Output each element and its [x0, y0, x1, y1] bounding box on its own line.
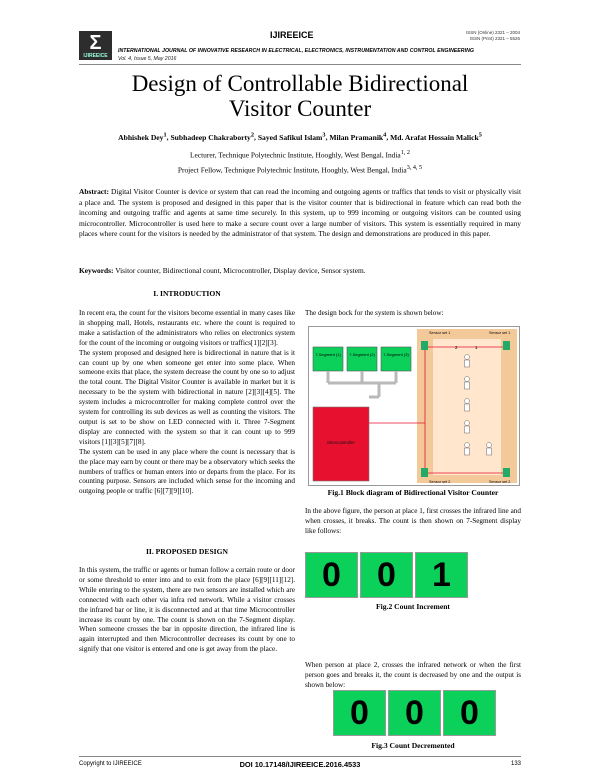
footer-divider — [79, 756, 521, 757]
seg-block-3 — [380, 346, 412, 372]
author-list: Abhishek Dey1, Subhadeep Chakraborty2, S… — [118, 131, 482, 142]
keywords-label: Keywords: — [79, 266, 114, 275]
seg-block-1 — [312, 346, 344, 372]
person-icons — [464, 354, 492, 456]
paragraph: The system can be used in any place wher… — [79, 447, 295, 496]
keywords: Keywords: Visitor counter, Bidirectional… — [79, 266, 521, 277]
person-icon — [464, 420, 470, 434]
seg-label-3: 7-Segment (3) — [383, 352, 409, 357]
author: Md. Arafat Hossain Malick5 — [390, 131, 482, 142]
introduction-body: In recent era, the count for the visitor… — [79, 309, 295, 497]
count-decrement-display: 0 0 0 — [333, 690, 503, 736]
figure-3-caption: Fig.3 Count Decremented — [371, 741, 455, 750]
title-line-1: Design of Controllable Bidirectional — [131, 71, 469, 96]
seven-seg-digit: 0 — [333, 690, 386, 736]
title-line-2: Visitor Counter — [228, 96, 372, 121]
figure-2-caption: Fig.2 Count Increment — [376, 602, 450, 611]
sensor-label: Sensor set 2 — [489, 480, 510, 484]
issn-online: ISSN (Online) 2321 – 2004 — [465, 30, 520, 35]
seven-seg-digit: 0 — [388, 690, 441, 736]
block-diagram-svg: 7-Segment (1) 7-Segment (2) 7-Segment (3… — [312, 329, 517, 484]
person-icon — [464, 354, 470, 368]
paragraph: In recent era, the count for the visitor… — [79, 309, 295, 347]
figure-3-intro: When person at place 2, crosses the infr… — [305, 661, 521, 689]
abstract-text: Digital Visitor Counter is device or sys… — [79, 187, 521, 238]
sensor-top-right — [503, 341, 510, 350]
seg-label-1: 7-Segment (1) — [315, 352, 341, 357]
sensor-top-left — [421, 341, 428, 350]
seven-seg-digit: 1 — [415, 552, 468, 598]
section-heading-proposed-design: II. PROPOSED DESIGN — [145, 547, 229, 556]
figure-intro-text: The design bock for the system is shown … — [305, 309, 444, 317]
author: Abhishek Dey1 — [118, 131, 167, 142]
sensor-bottom-right — [503, 468, 510, 477]
journal-volume: Vol. 4, Issue 5, May 2016 — [118, 56, 177, 62]
sensor-label: Sensor set 2 — [429, 480, 450, 484]
seven-seg-digit: 0 — [305, 552, 358, 598]
sensor-label: Sensor set 1 — [489, 331, 510, 335]
person-icon — [464, 398, 470, 412]
seg-label-2: 7-Segment (2) — [349, 352, 375, 357]
sensor-signal-lines — [369, 346, 509, 474]
seven-seg-digit: 0 — [443, 690, 496, 736]
journal-short-name: IJIREEICE — [270, 30, 314, 40]
issn-block: ISSN (Online) 2321 – 2004 ISSN (Print) 2… — [466, 30, 520, 42]
author: Milan Pramanik4 — [329, 131, 387, 142]
affiliation-1: Lecturer, Technique Polytechnic Institut… — [190, 150, 410, 160]
count-increment-display: 0 0 1 — [305, 552, 521, 598]
place-label: 2 — [455, 345, 458, 350]
journal-full-name: INTERNATIONAL JOURNAL OF INNOVATIVE RESE… — [118, 48, 474, 54]
keywords-text: Visitor counter, Bidirectional count, Mi… — [113, 266, 366, 275]
figure-2-intro: In the above figure, the person at place… — [305, 507, 521, 535]
issn-print: ISSN (Print) 2321 – 5526 — [469, 36, 520, 41]
sensor-label: Sensor set 1 — [429, 331, 450, 335]
logo-sigma: Σ — [89, 32, 102, 54]
header-divider — [79, 64, 521, 65]
microcontroller-label: Microcontroller — [327, 440, 355, 445]
microcontroller-block — [312, 406, 370, 482]
paper-title: Design of Controllable Bidirectional Vis… — [0, 71, 600, 121]
proposed-design-body: In this system, the traffic or agents or… — [79, 566, 295, 654]
affiliation-2: Project Fellow, Technique Polytechnic In… — [177, 165, 423, 175]
seven-seg-digit: 0 — [360, 552, 413, 598]
journal-logo: Σ IJIREEICE — [79, 31, 112, 60]
bus-wires — [326, 371, 398, 399]
block-diagram: 7-Segment (1) 7-Segment (2) 7-Segment (3… — [308, 326, 520, 486]
sensor-bottom-left — [421, 468, 428, 477]
place-label: 1 — [475, 345, 478, 350]
section-heading-introduction: I. INTRODUCTION — [153, 289, 221, 298]
abstract-label: Abstract: — [79, 187, 109, 196]
author: Sayed Safikul Islam3 — [257, 131, 326, 142]
person-icon — [486, 442, 492, 456]
footer-copyright: Copyright to IJIREEICE — [79, 761, 142, 767]
abstract: Abstract: Digital Visitor Counter is dev… — [79, 187, 521, 240]
figure-1-caption: Fig.1 Block diagram of Bidirectional Vis… — [327, 488, 499, 497]
author: Subhadeep Chakraborty2 — [170, 131, 255, 142]
logo-caption: IJIREEICE — [83, 53, 108, 59]
paragraph: The system proposed and designed here is… — [79, 348, 295, 446]
footer-doi: DOI 10.17148/IJIREEICE.2016.4533 — [239, 760, 361, 769]
person-icon — [464, 442, 470, 456]
seg-block-2 — [346, 346, 378, 372]
person-icon — [464, 376, 470, 390]
footer-page-number: 133 — [510, 761, 521, 767]
